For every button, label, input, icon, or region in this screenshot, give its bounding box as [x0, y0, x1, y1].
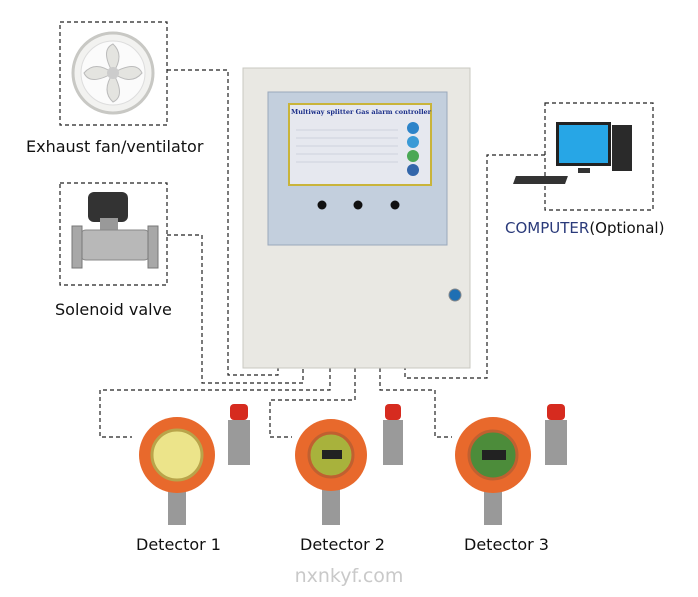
screen-title: Multiway splitter Gas alarm controller [291, 108, 432, 116]
controller-display [288, 103, 432, 186]
valve-line [167, 234, 304, 384]
detector2-line [269, 368, 356, 438]
control-knob [390, 200, 400, 210]
detector1-label: Detector 1 [136, 535, 221, 554]
lock-icon [448, 288, 462, 302]
fan-line [167, 69, 279, 376]
exhaust-fan-icon [71, 31, 155, 115]
computer-icon [513, 122, 632, 184]
computer-label-note: (Optional) [589, 219, 665, 237]
computer-line [404, 154, 545, 379]
valve-box [59, 182, 168, 286]
computer-label: COMPUTER(Optional) [505, 219, 664, 237]
detector2-label: Detector 2 [300, 535, 385, 554]
control-knob [353, 200, 363, 210]
detector3-label: Detector 3 [464, 535, 549, 554]
detector3-line [379, 368, 452, 438]
watermark: nxnkyf.com [294, 565, 404, 587]
detector1-line [99, 368, 331, 438]
controller-cabinet [242, 67, 471, 369]
detector-1-icon [139, 404, 250, 525]
valve-label: Solenoid valve [55, 300, 172, 319]
computer-box [544, 102, 654, 211]
computer-label-main: COMPUTER [505, 219, 590, 237]
control-knob [317, 200, 327, 210]
fan-label: Exhaust fan/ventilator [26, 137, 204, 156]
solenoid-valve-icon [71, 192, 159, 269]
connection-lines [59, 21, 654, 438]
detector-3-icon [455, 404, 567, 525]
detector-2-icon [295, 404, 403, 525]
